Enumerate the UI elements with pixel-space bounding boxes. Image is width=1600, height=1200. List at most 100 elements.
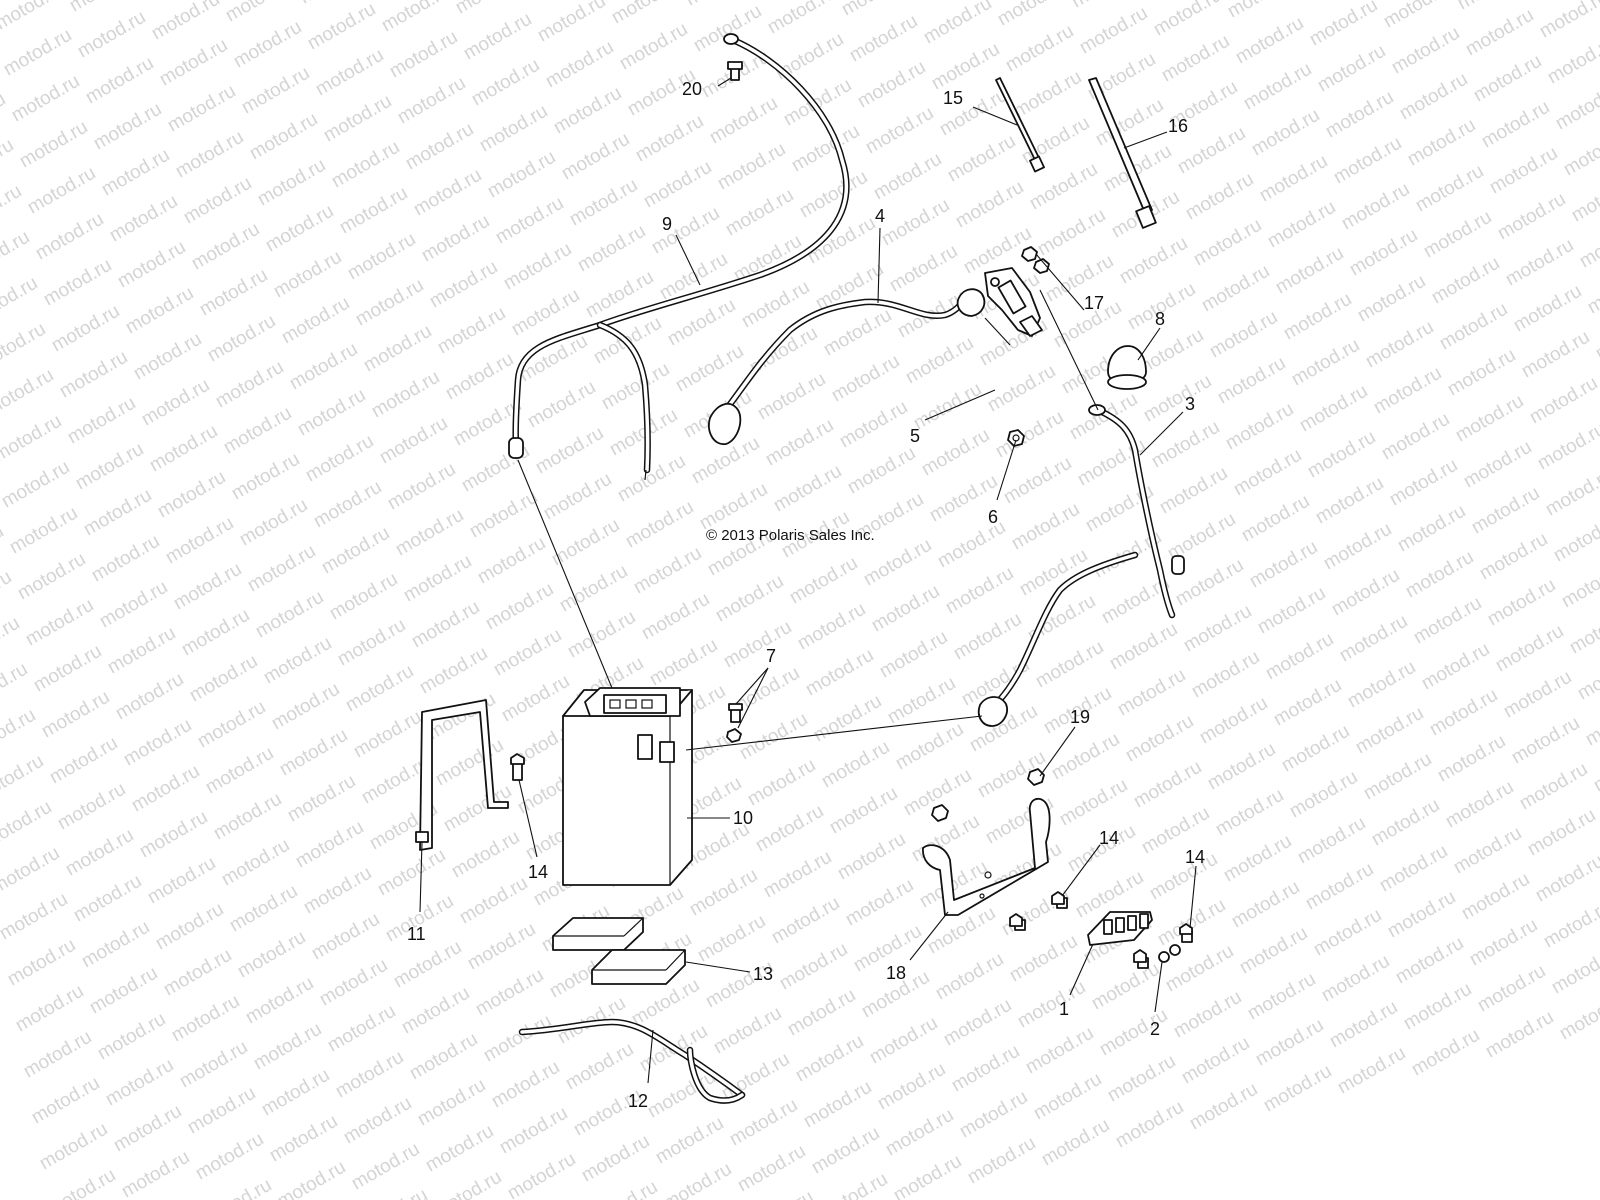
watermark-text: motod.ru	[1516, 759, 1591, 815]
watermark-text: motod.ru	[1408, 1025, 1483, 1081]
watermark-text: motod.ru	[652, 1113, 727, 1169]
watermark-text: motod.ru	[1180, 601, 1255, 657]
watermark-text: motod.ru	[1238, 491, 1313, 547]
watermark-text: motod.ru	[136, 807, 211, 863]
watermark-text: motod.ru	[1566, 603, 1600, 659]
watermark-text: motod.ru	[714, 139, 789, 195]
part-4-cable	[708, 288, 986, 445]
part-5-solenoid	[984, 267, 1043, 337]
watermark-text: motod.ru	[496, 1103, 571, 1159]
watermark-text: motod.ru	[1526, 373, 1600, 429]
watermark-text: motod.ru	[418, 211, 493, 267]
watermark-text: motod.ru	[942, 563, 1017, 619]
watermark-text: motod.ru	[472, 965, 547, 1021]
part-6-nut	[1007, 429, 1025, 447]
watermark-text: motod.ru	[1122, 711, 1197, 767]
watermark-text: motod.ru	[308, 909, 383, 965]
svg-text:5: 5	[910, 426, 920, 446]
watermark-text: motod.ru	[734, 1141, 809, 1197]
watermark-text: motod.ru	[1306, 0, 1381, 50]
watermark-text: motod.ru	[796, 167, 871, 223]
watermark-text: motod.ru	[948, 1041, 1023, 1097]
watermark-text: motod.ru	[1326, 997, 1401, 1053]
callout-8: 8	[1137, 309, 1165, 361]
watermark-text: motod.ru	[638, 589, 713, 645]
watermark-text: motod.ru	[304, 0, 379, 54]
svg-text:17: 17	[1084, 293, 1104, 313]
watermark-text: motod.ru	[230, 17, 305, 73]
watermark-text: motod.ru	[36, 1119, 111, 1175]
watermark-text: motod.ru	[1116, 233, 1191, 289]
watermark-text: motod.ru	[170, 559, 245, 615]
watermark-text: motod.ru	[0, 797, 55, 853]
watermark-text: motod.ru	[44, 1165, 119, 1200]
watermark-text: motod.ru	[8, 71, 83, 127]
watermark-text: motod.ru	[78, 917, 153, 973]
watermark-text: motod.ru	[828, 351, 903, 407]
watermark-text: motod.ru	[712, 571, 787, 627]
watermark-text: motod.ru	[794, 599, 869, 655]
watermark-text: motod.ru	[168, 991, 243, 1047]
watermark-text: motod.ru	[98, 145, 173, 201]
watermark-text: motod.ru	[398, 983, 473, 1039]
watermark-text: motod.ru	[764, 0, 839, 38]
watermark-text: motod.ru	[210, 789, 285, 845]
watermark-text: motod.ru	[1034, 205, 1109, 261]
watermark-text: motod.ru	[246, 109, 321, 165]
watermark-text: motod.ru	[1244, 969, 1319, 1025]
watermark-text: motod.ru	[532, 423, 607, 479]
watermark-text: motod.ru	[1336, 611, 1411, 667]
watermark-text: motod.ru	[640, 157, 715, 213]
svg-text:20: 20	[682, 79, 702, 99]
watermark-text: motod.ru	[1450, 823, 1525, 879]
svg-text:10: 10	[733, 808, 753, 828]
watermark-text: motod.ru	[542, 37, 617, 93]
watermark-text: motod.ru	[672, 341, 747, 397]
watermark-text: motod.ru	[752, 801, 827, 857]
watermark-text: motod.ru	[1196, 693, 1271, 749]
callout-9: 9	[662, 214, 701, 286]
watermark-text: motod.ru	[754, 369, 829, 425]
watermark-text: motod.ru	[1112, 1097, 1187, 1153]
watermark-text: motod.ru	[1442, 777, 1517, 833]
callout-14-bracket: 14	[1061, 828, 1119, 897]
callout-14-right: 14	[1185, 847, 1205, 929]
watermark-text: motod.ru	[1006, 931, 1081, 987]
watermark-text: motod.ru	[1548, 943, 1600, 999]
watermark-text: motod.ru	[434, 303, 509, 359]
watermark-text: motod.ru	[910, 379, 985, 435]
watermark-text: motod.ru	[500, 239, 575, 295]
watermark-text: motod.ru	[46, 733, 121, 789]
part-10-battery	[562, 687, 693, 886]
watermark-text: motod.ru	[694, 911, 769, 967]
watermark-text: motod.ru	[1394, 501, 1469, 557]
watermark-text: motod.ru	[292, 817, 367, 873]
watermark-text: motod.ru	[432, 735, 507, 791]
callout-labels: 20 9 4 15 16 17 8 5	[407, 77, 1205, 1111]
watermark-text: motod.ru	[1370, 363, 1445, 419]
svg-text:14: 14	[1185, 847, 1205, 867]
watermark-text: motod.ru	[326, 569, 401, 625]
part-19-nut	[931, 768, 1045, 822]
watermark-text: motod.ru	[252, 587, 327, 643]
part-8-terminal-cap	[1107, 345, 1147, 390]
watermark-text: motod.ru	[122, 283, 197, 339]
watermark-text: motod.ru	[1362, 317, 1437, 373]
watermark-text: motod.ru	[82, 53, 157, 109]
watermark-text: motod.ru	[72, 439, 147, 495]
watermark-text: motod.ru	[114, 237, 189, 293]
svg-text:1: 1	[1059, 999, 1069, 1019]
watermark-text: motod.ru	[1056, 775, 1131, 831]
watermark-text: motod.ru	[1486, 143, 1561, 199]
watermark-text: motod.ru	[1344, 657, 1419, 713]
watermark-text: motod.ru	[1402, 547, 1477, 603]
watermark-text: motod.ru	[1246, 537, 1321, 593]
watermark-text: motod.ru	[1484, 575, 1559, 631]
watermark-text: motod.ru	[540, 469, 615, 525]
watermark-text: motod.ru	[1048, 729, 1123, 785]
watermark-text: motod.ru	[1452, 391, 1527, 447]
watermark-text: motod.ru	[788, 121, 863, 177]
watermark-text: motod.ru	[284, 771, 359, 827]
part-2-hardware	[1133, 923, 1193, 969]
watermark-text: motod.ru	[1002, 21, 1077, 77]
